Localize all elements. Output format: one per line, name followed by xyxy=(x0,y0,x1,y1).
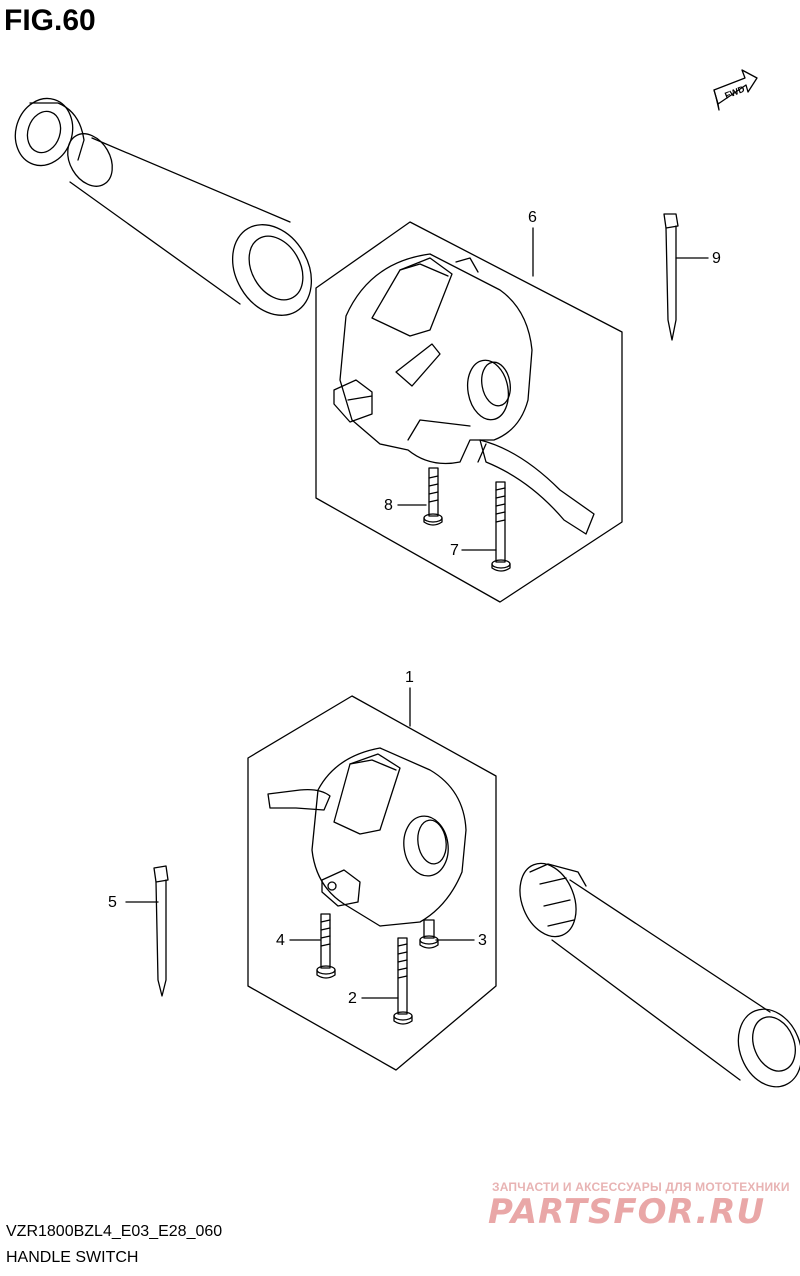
callout-3: 3 xyxy=(478,932,487,949)
handle-switch-left-assembly xyxy=(311,747,467,927)
model-code: VZR1800BZL4_E03_E28_060 xyxy=(6,1223,223,1240)
watermark-logo: PARTSFOR.RU xyxy=(488,1192,766,1232)
switch-box-right xyxy=(315,221,623,603)
handle-grip-left xyxy=(67,133,312,316)
fwd-arrow-icon: FWD xyxy=(713,69,758,111)
screw-part-8 xyxy=(423,467,443,526)
switch-box-left xyxy=(247,695,497,1071)
handle-switch-right-assembly xyxy=(333,253,533,465)
grip-end-cap-upper xyxy=(14,97,85,167)
callout-8: 8 xyxy=(384,497,393,514)
screw-part-2 xyxy=(393,937,413,1025)
section-title: HANDLE SWITCH xyxy=(6,1249,139,1266)
watermark-tagline: ЗАПЧАСТИ И АКСЕССУАРЫ ДЛЯ МОТОТЕХНИКИ xyxy=(492,1180,790,1194)
switch-wire-harness-left xyxy=(267,788,331,811)
callout-9: 9 xyxy=(712,250,721,267)
screw-part-7 xyxy=(491,481,511,572)
figure-title: FIG.60 xyxy=(4,4,96,37)
screw-part-3 xyxy=(419,919,439,949)
callout-6: 6 xyxy=(528,209,537,226)
callout-5: 5 xyxy=(108,894,117,911)
callout-2: 2 xyxy=(348,990,357,1007)
cable-tie-part-9 xyxy=(663,213,679,341)
callout-7: 7 xyxy=(450,542,459,559)
screw-part-4 xyxy=(316,913,336,979)
callout-4: 4 xyxy=(276,932,285,949)
throttle-grip-right xyxy=(519,862,800,1088)
switch-wire-harness-right xyxy=(477,439,595,535)
cable-tie-part-5 xyxy=(153,865,169,997)
callout-1: 1 xyxy=(405,669,414,686)
leader-lines xyxy=(125,227,709,999)
